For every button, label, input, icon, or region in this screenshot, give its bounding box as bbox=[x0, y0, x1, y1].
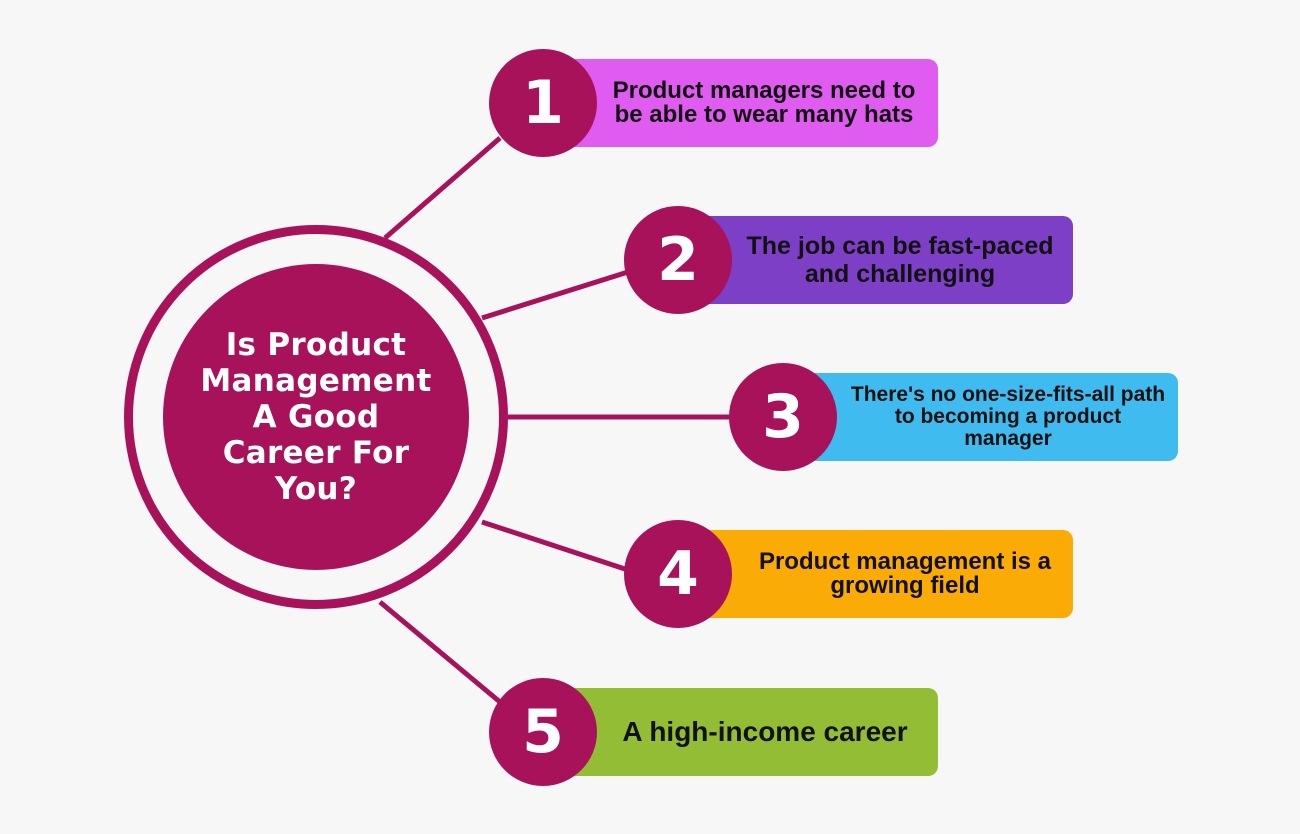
item-3-number-badge: 3 bbox=[729, 363, 837, 471]
item-4-text: Product management is a growing field bbox=[758, 548, 1052, 599]
item-3-text: There's no one-size-fits-all path to bec… bbox=[850, 383, 1166, 450]
item-1-number-badge: 1 bbox=[489, 49, 597, 157]
connector-line-5 bbox=[378, 600, 502, 704]
item-4-box: Product management is a growing field bbox=[695, 530, 1073, 618]
item-2-box: The job can be fast-paced and challengin… bbox=[695, 216, 1073, 304]
item-1-box: Product managers need to be able to wear… bbox=[560, 59, 938, 147]
connector-line-2 bbox=[481, 269, 629, 321]
center-title: Is Product Management A Good Career For … bbox=[191, 327, 441, 507]
item-1-number: 1 bbox=[522, 68, 564, 138]
center-title-line: A Good bbox=[252, 399, 380, 435]
item-4-number-badge: 4 bbox=[624, 520, 732, 628]
item-5-number: 5 bbox=[522, 697, 564, 767]
item-5-box: A high-income career bbox=[560, 688, 938, 776]
item-3-box: There's no one-size-fits-all path to bec… bbox=[800, 373, 1178, 461]
item-2-text: The job can be fast-paced and challengin… bbox=[746, 232, 1054, 288]
item-2-number-badge: 2 bbox=[624, 206, 732, 314]
center-title-line: Management bbox=[200, 363, 432, 399]
center-title-line: You? bbox=[274, 471, 358, 507]
item-2-number: 2 bbox=[657, 225, 699, 295]
item-3-number: 3 bbox=[762, 382, 804, 452]
connector-line-1 bbox=[383, 136, 502, 240]
item-5-text: A high-income career bbox=[622, 716, 908, 747]
center-title-line: Is Product bbox=[225, 327, 407, 363]
center-circle: Is Product Management A Good Career For … bbox=[163, 264, 469, 570]
center-title-line: Career For bbox=[222, 435, 410, 471]
item-5-number-badge: 5 bbox=[489, 678, 597, 786]
item-1-text: Product managers need to be able to wear… bbox=[612, 77, 916, 128]
item-4-number: 4 bbox=[657, 539, 699, 609]
connector-line-4 bbox=[481, 519, 629, 573]
